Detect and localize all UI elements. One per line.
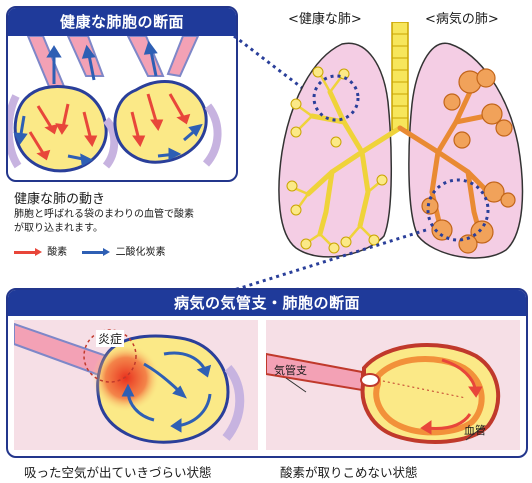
right-detail-caption: 酸素が取りこめない状態 [280,462,418,481]
diseased-section-panel: 病気の気管支・肺胞の断面 炎症 [6,288,528,458]
connector-dots-bottom [230,226,430,296]
healthy-alveoli-illustration [8,36,236,180]
legend: 酸素 二酸化炭素 [14,243,166,258]
inflammation-label: 炎症 [96,330,124,347]
co2-arrow-icon [82,251,104,254]
healthy-alveoli-title: 健康な肺胞の断面 [8,8,236,36]
healthy-lung-desc-line1: 肺胞と呼ばれる袋のまわりの血管で酸素 [14,208,194,222]
diseased-section-title: 病気の気管支・肺胞の断面 [8,290,526,316]
legend-co2-label: 二酸化炭素 [116,247,166,258]
inflamed-bronchus-illustration [14,320,258,450]
healthy-lung-desc-line2: が取り込まれます。 [14,222,103,236]
oxygen-arrow-icon [14,251,36,254]
healthy-alveoli-panel: 健康な肺胞の断面 [6,6,238,182]
bronchus-label: 気管支 [274,362,307,378]
legend-oxygen-label: 酸素 [47,247,67,258]
healthy-lung-heading: 健康な肺の動き [14,188,105,207]
left-detail-caption: 吸った空気が出ていきづらい状態 [24,462,212,481]
vessel-label: 血管 [464,422,486,438]
